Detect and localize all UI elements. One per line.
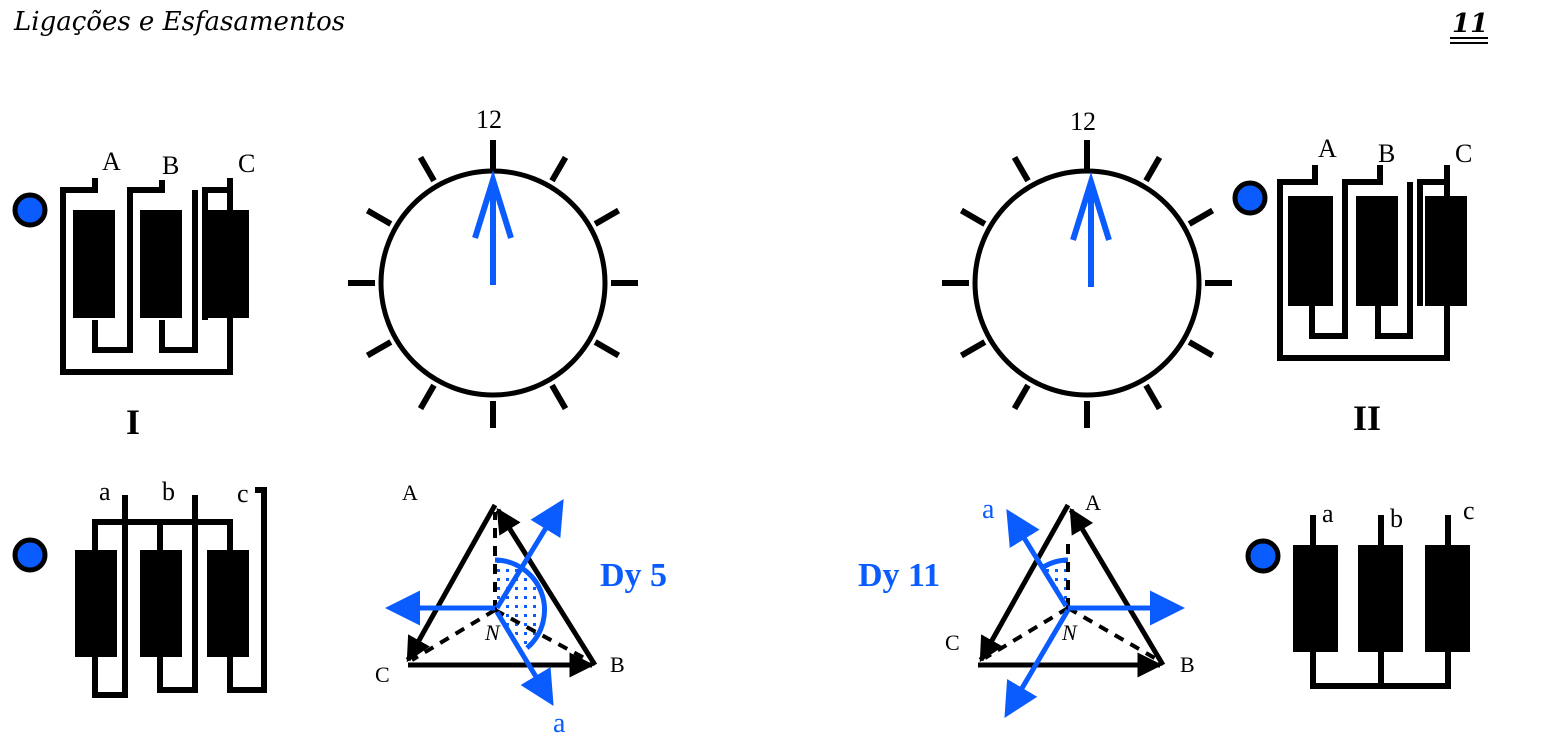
page-title: Ligações e Esfasamentos: [13, 7, 345, 37]
winding-coil: [1356, 196, 1398, 306]
clock-tick: [365, 207, 393, 227]
hv-windings-II: A B C II: [1232, 134, 1472, 438]
clock-hand-arrow: [1070, 171, 1112, 287]
vertex-label: B: [1180, 652, 1195, 677]
secondary-label: a: [553, 708, 566, 739]
lv-windings-I: a b c: [12, 477, 267, 698]
terminal-label: a: [99, 477, 111, 506]
terminal-label: c: [237, 479, 249, 508]
page-number: 11: [1452, 9, 1488, 39]
clock-tick: [1187, 339, 1215, 359]
phasor-diagram-Dy5: A B C N a Dy 5: [375, 480, 667, 739]
clock-tick: [549, 383, 569, 411]
clock-label-12: 12: [476, 105, 502, 134]
winding-coil: [1288, 196, 1333, 306]
vertex-label: A: [1085, 490, 1101, 515]
neutral-label: N: [1061, 620, 1078, 645]
winding-coil: [207, 550, 249, 657]
winding-coil: [75, 550, 117, 657]
phase-angle-sector: [495, 560, 545, 648]
clock-tick: [593, 339, 621, 359]
clock-tick: [1187, 207, 1215, 227]
terminal-label: c: [1463, 496, 1475, 525]
winding-coil: [1425, 545, 1470, 652]
neutral-label: N: [484, 620, 501, 645]
vertex-label: A: [402, 480, 418, 505]
vertex-label: C: [945, 630, 960, 655]
lv-windings-II: a b c: [1245, 496, 1475, 689]
winding-coil: [73, 210, 115, 318]
clock-tick: [593, 207, 621, 227]
polarity-dot: [12, 192, 48, 228]
terminal-label: b: [162, 477, 175, 506]
phasor-diagram-Dy11: A B C N a Dy 11: [858, 490, 1195, 719]
clock-dial-I: 12: [348, 105, 638, 428]
terminal-label: A: [1318, 134, 1337, 163]
vertex-label: C: [375, 662, 390, 687]
terminal-label: B: [1378, 139, 1395, 168]
secondary-label: a: [982, 494, 995, 525]
clock-tick: [959, 339, 987, 359]
terminal-label: a: [1322, 499, 1334, 528]
hv-windings-I: A B C I: [12, 147, 255, 442]
terminal-label: C: [238, 149, 255, 178]
terminal-label: B: [162, 151, 179, 180]
clock-tick: [1143, 155, 1163, 183]
vector-group-label: Dy 11: [858, 557, 940, 594]
clock-dial-II: 12: [942, 107, 1232, 428]
winding-coil: [1358, 545, 1403, 652]
clock-tick: [549, 155, 569, 183]
panel-roman-label: II: [1353, 398, 1381, 438]
clock-tick: [1011, 155, 1031, 183]
clock-label-12: 12: [1070, 107, 1096, 136]
winding-coil: [1293, 545, 1338, 652]
terminal-label: A: [102, 147, 121, 176]
clock-face: [972, 168, 1202, 398]
clock-tick: [1143, 383, 1163, 411]
winding-coil: [140, 550, 182, 657]
terminal-label: C: [1455, 139, 1472, 168]
panel-roman-label: I: [126, 402, 140, 442]
polarity-dot: [12, 537, 48, 573]
clock-hand-arrow: [472, 169, 514, 285]
clock-tick: [959, 207, 987, 227]
vertex-label: B: [610, 652, 625, 677]
polarity-dot: [1245, 538, 1281, 574]
clock-tick: [365, 339, 393, 359]
terminal-label: b: [1390, 504, 1403, 533]
clock-tick: [417, 155, 437, 183]
polarity-dot: [1232, 180, 1268, 216]
clock-tick: [1011, 383, 1031, 411]
clock-tick: [417, 383, 437, 411]
winding-coil: [140, 210, 182, 318]
winding-coil: [1425, 196, 1467, 306]
winding-coil: [207, 210, 249, 318]
vector-group-label: Dy 5: [600, 557, 667, 594]
